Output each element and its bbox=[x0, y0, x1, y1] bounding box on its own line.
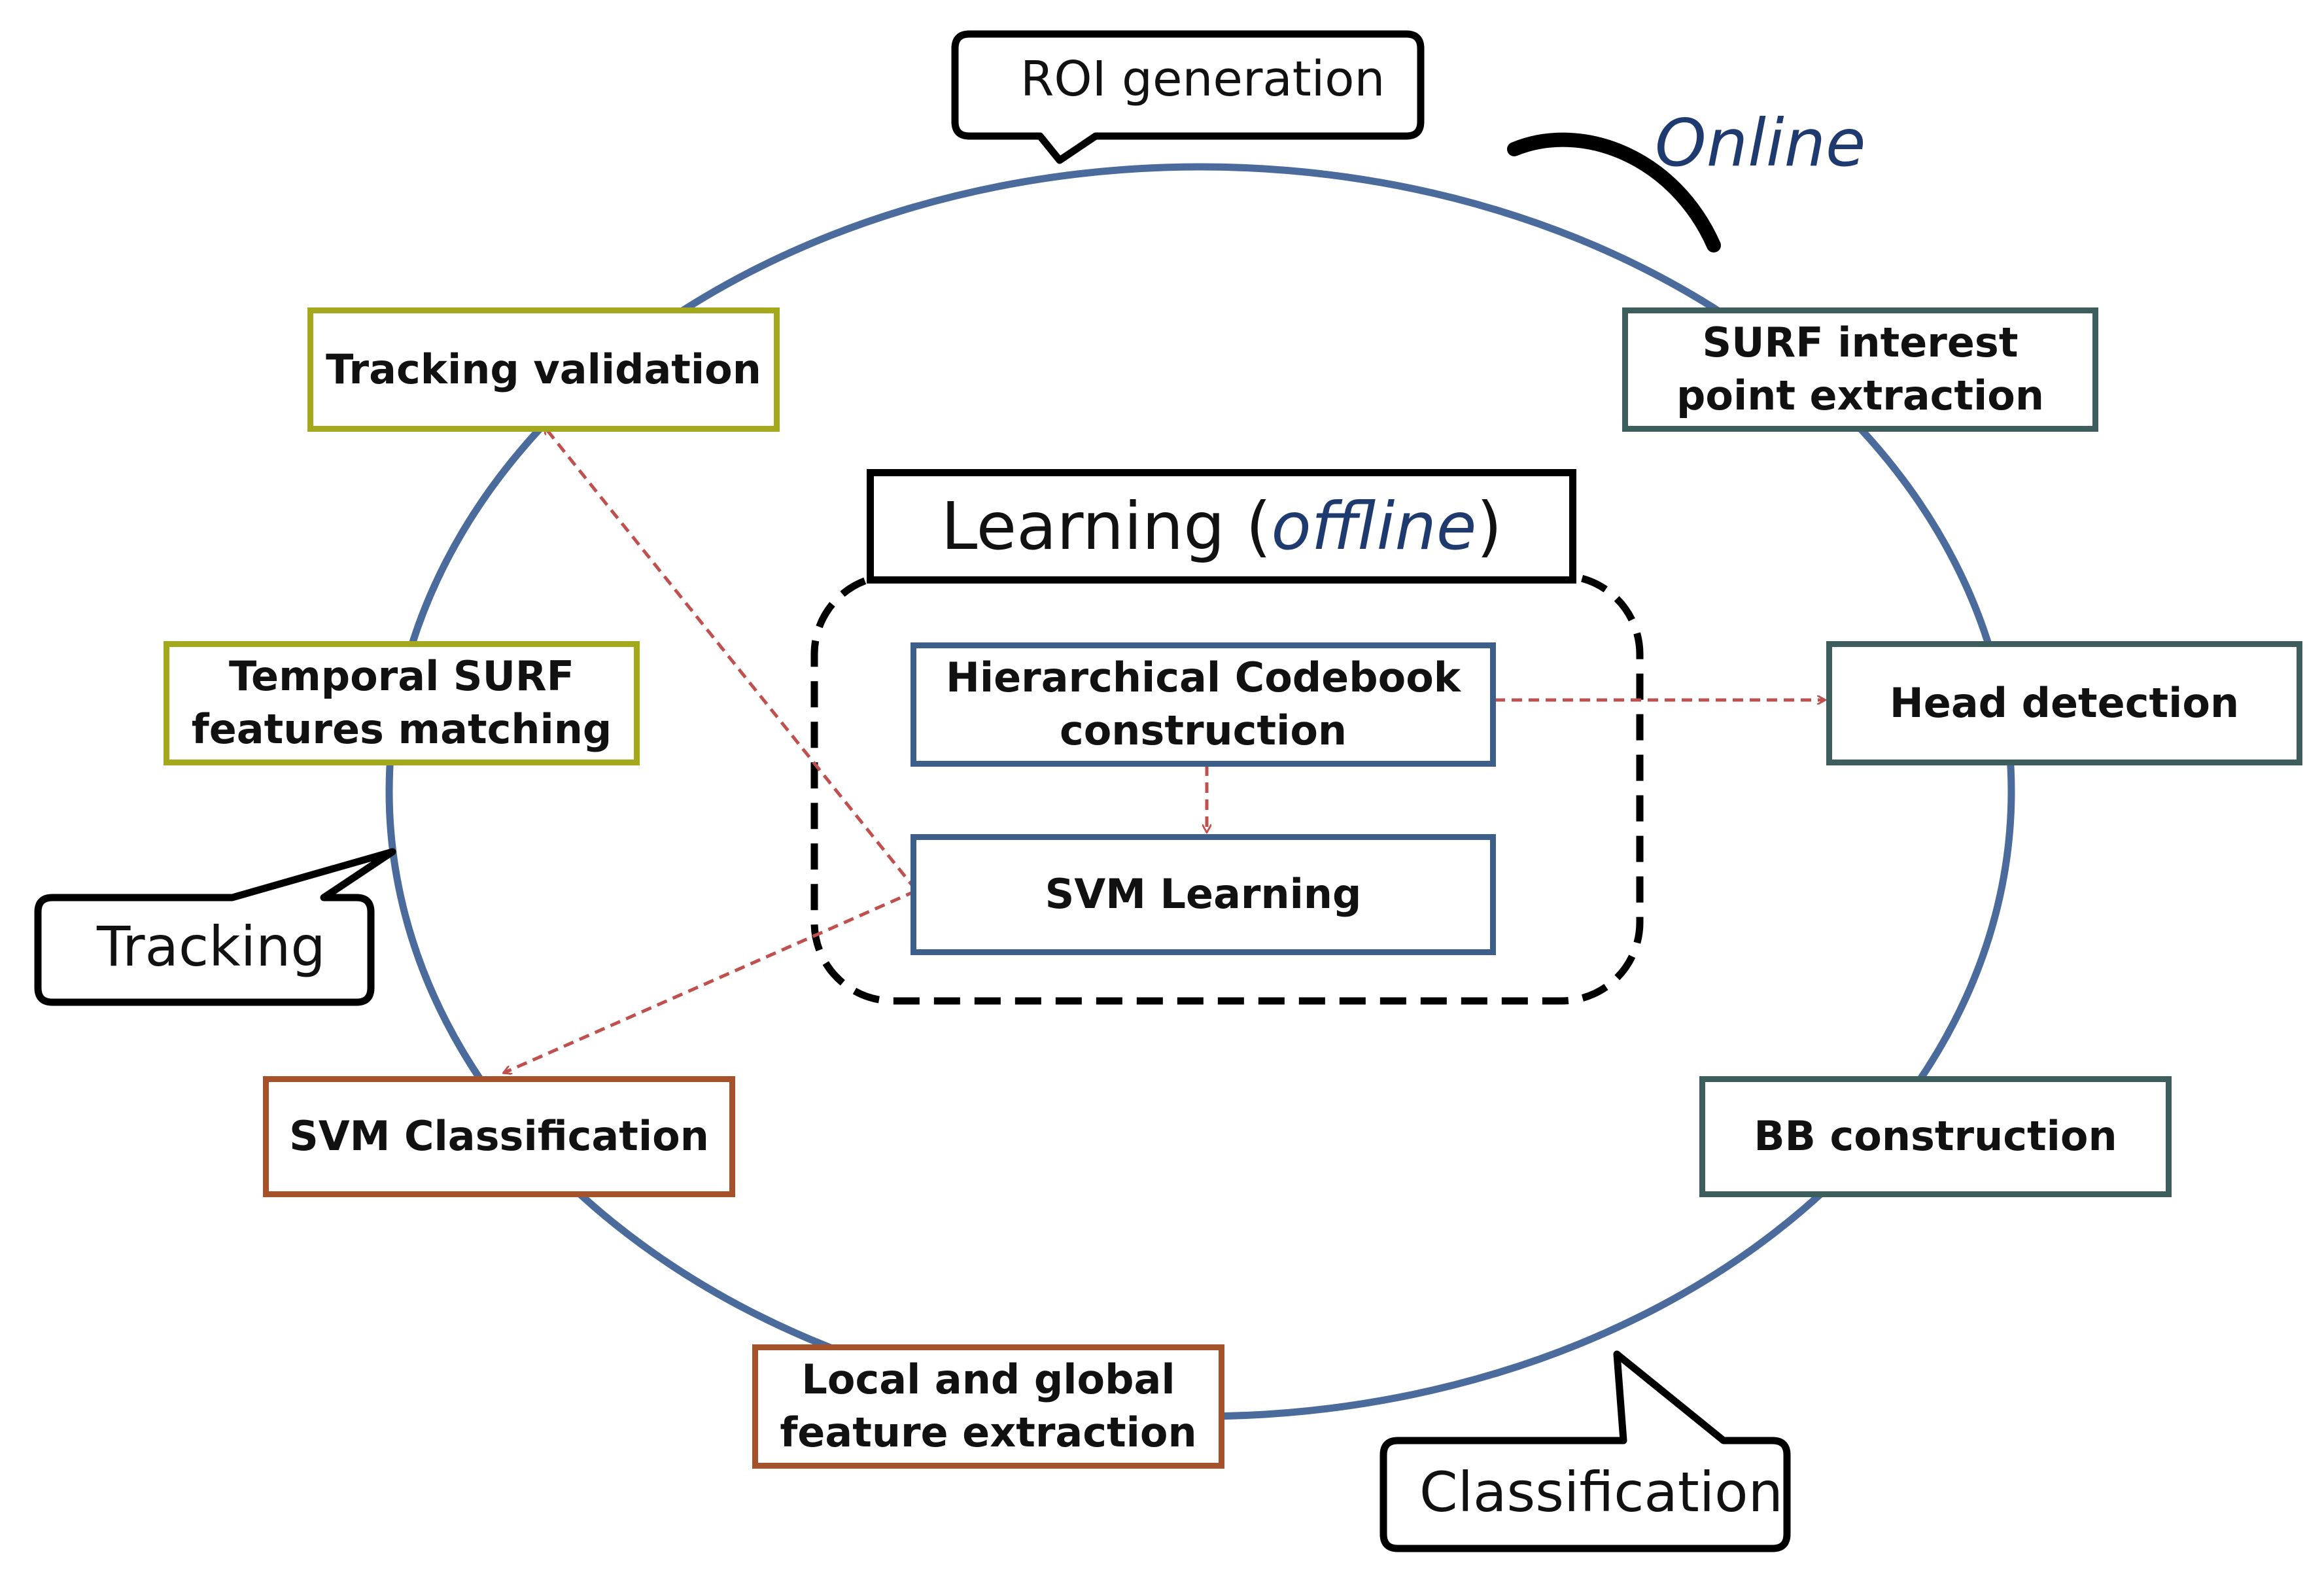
node-bb-construction: BB construction bbox=[1699, 1076, 2172, 1197]
node-local-global-label: Local and global feature extraction bbox=[780, 1355, 1197, 1456]
online-label: Online bbox=[1655, 105, 1866, 181]
learning-title-suffix: ) bbox=[1476, 488, 1502, 565]
arrow-svm-learning-to-svm-classification bbox=[504, 889, 917, 1073]
arrow-svm-learning-to-tracking-validation bbox=[544, 427, 917, 891]
node-head-detection: Head detection bbox=[1826, 641, 2302, 765]
node-hierarchical-codebook-label: Hierarchical Codebook construction bbox=[945, 654, 1461, 754]
node-temporal-surf-label: Temporal SURF features matching bbox=[191, 652, 612, 753]
node-svm-classification: SVM Classification bbox=[263, 1076, 735, 1197]
node-svm-learning-label: SVM Learning bbox=[1045, 870, 1362, 918]
node-svm-learning: SVM Learning bbox=[911, 834, 1496, 955]
learning-title-emphasis: offline bbox=[1271, 488, 1477, 565]
node-surf-interest-label: SURF interest point extraction bbox=[1676, 319, 2045, 419]
online-arrow bbox=[1507, 132, 1721, 253]
node-svm-classification-label: SVM Classification bbox=[289, 1112, 709, 1161]
node-tracking-validation-label: Tracking validation bbox=[326, 345, 761, 393]
classification-label: Classification bbox=[1419, 1460, 1783, 1524]
node-local-global-feature-extraction: Local and global feature extraction bbox=[752, 1344, 1224, 1469]
node-head-detection-label: Head detection bbox=[1889, 678, 2240, 727]
node-bb-construction-label: BB construction bbox=[1754, 1112, 2117, 1161]
tracking-label: Tracking bbox=[97, 915, 326, 979]
node-tracking-validation: Tracking validation bbox=[307, 307, 780, 432]
roi-generation-label: ROI generation bbox=[1020, 51, 1385, 107]
roi-generation-callout bbox=[951, 30, 1425, 164]
classification-callout bbox=[1379, 1350, 1791, 1552]
tracking-callout bbox=[34, 848, 396, 1006]
node-hierarchical-codebook: Hierarchical Codebook construction bbox=[911, 642, 1496, 767]
node-temporal-surf-matching: Temporal SURF features matching bbox=[164, 641, 640, 765]
learning-title-box: Learning (offline) bbox=[867, 469, 1576, 584]
node-surf-interest-point-extraction: SURF interest point extraction bbox=[1622, 307, 2098, 432]
learning-title-prefix: Learning ( bbox=[941, 488, 1272, 565]
